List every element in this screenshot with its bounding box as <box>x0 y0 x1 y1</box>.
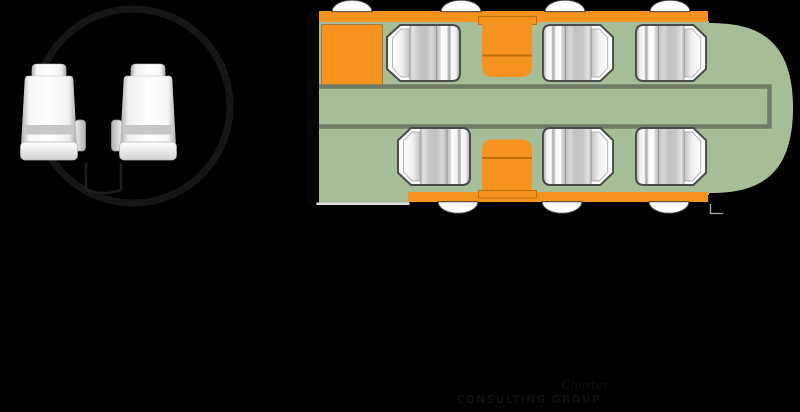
window-bottom-3 <box>648 201 690 214</box>
front-cabinet <box>321 24 383 86</box>
entry-door-floor <box>319 195 409 204</box>
cabin-seat-1 <box>387 24 460 82</box>
front-bulkhead <box>307 11 319 204</box>
watermark-line-2: CONSULTING GROUP <box>456 394 602 406</box>
watermark-line-1: Charter <box>561 378 609 392</box>
cabin-seat-6 <box>636 127 706 186</box>
aft-fuselage-mark <box>709 204 723 215</box>
cross-section-view <box>20 5 234 207</box>
window-top-3 <box>544 0 586 13</box>
cabin-plan-view <box>307 0 793 215</box>
aft-cabin-section <box>708 23 793 193</box>
window-top-2 <box>440 0 482 13</box>
window-top-4 <box>649 0 691 13</box>
aisle-well <box>84 163 123 195</box>
cabin-seat-3 <box>636 24 706 82</box>
window-top-1 <box>331 0 373 13</box>
cabin-seat-5 <box>543 127 613 186</box>
table-top <box>478 16 537 77</box>
door-sill-line <box>316 202 410 205</box>
sidewall-rail-bottom <box>408 192 708 202</box>
table-bottom <box>478 139 537 199</box>
cabin-seat-4 <box>398 127 470 186</box>
cabin-seat-2 <box>543 24 613 82</box>
aisle-outline <box>319 84 772 129</box>
window-bottom-2 <box>541 201 583 214</box>
window-bottom-1 <box>437 201 479 214</box>
